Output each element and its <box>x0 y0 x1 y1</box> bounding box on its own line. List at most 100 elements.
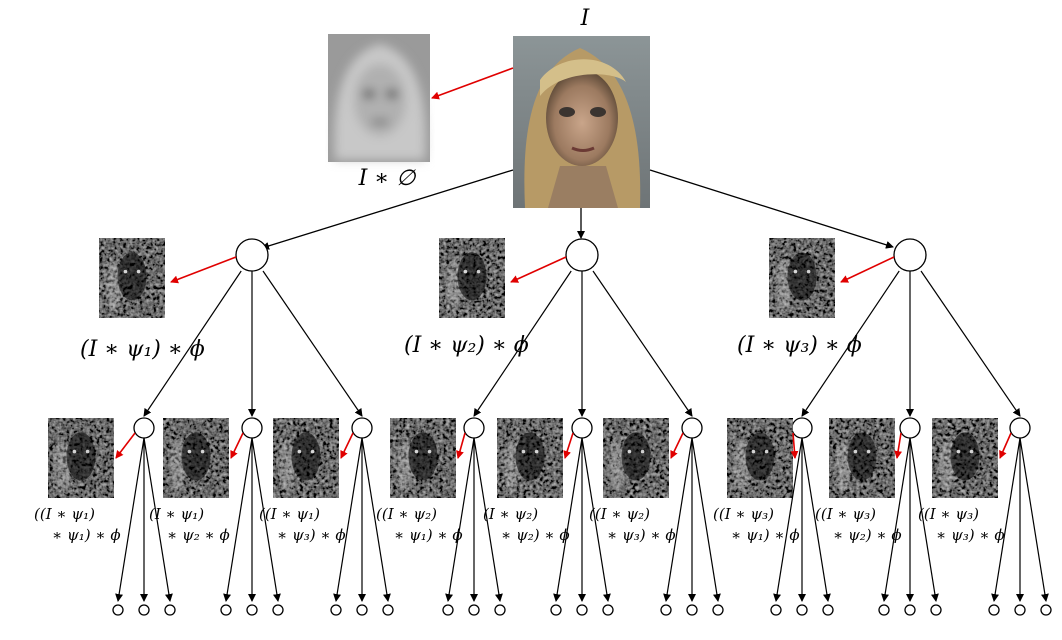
level2-node-7 <box>791 417 813 439</box>
leaf-edge-9-3 <box>1019 437 1049 602</box>
edge-l1-3-to-l2-3 <box>920 270 1021 417</box>
leaf-node-3-1 <box>330 604 342 616</box>
level1-label-1: (I ∗ ψ₁) ∗ ϕ <box>80 337 205 362</box>
level2-feature-arrow-2 <box>230 432 244 459</box>
level2-label-line1-2: (I ∗ ψ₁) <box>149 505 204 523</box>
level2-label-line2-6: ∗ ψ₃) ∗ ϕ <box>607 526 676 544</box>
level2-label-line1-1: ((I ∗ ψ₁) <box>34 505 95 523</box>
level2-feature-arrow-4 <box>456 432 466 459</box>
leaf-edge-6-1 <box>663 437 693 602</box>
leaf-edge-7-1 <box>773 437 803 602</box>
level2-feature-image-9 <box>932 418 998 498</box>
level2-node-8 <box>899 417 921 439</box>
leaves-group <box>112 437 1052 616</box>
edge-l1-2-to-l2-1 <box>473 270 572 417</box>
lowpass-image <box>328 34 430 162</box>
level2-feature-image-8 <box>829 418 895 498</box>
level1-feature-image-2 <box>439 238 505 318</box>
level2-feature-image-4 <box>390 418 456 498</box>
edge-l1-1-to-l2-3 <box>262 270 363 417</box>
level2-feature-arrow-8 <box>894 432 903 459</box>
level2-label-line2-5: ∗ ψ₂) ∗ ϕ <box>501 526 570 544</box>
leaf-edge-6-3 <box>691 437 721 602</box>
level2-node-1 <box>133 417 155 439</box>
leaf-node-4-2 <box>468 604 480 616</box>
leaf-node-8-1 <box>878 604 890 616</box>
level1-node-1 <box>235 238 269 272</box>
leaf-node-1-2 <box>138 604 150 616</box>
level2-label-line1-5: (I ∗ ψ₂) <box>483 505 538 523</box>
leaf-node-5-1 <box>550 604 562 616</box>
level1-node-3 <box>893 238 927 272</box>
leaf-edge-1-1 <box>115 437 145 602</box>
leaf-node-6-2 <box>686 604 698 616</box>
level2-node-4 <box>463 417 485 439</box>
leaf-node-9-3 <box>1040 604 1052 616</box>
level2-feature-image-3 <box>273 418 339 498</box>
level2-label-line2-2: ∗ ψ₂ ∗ ϕ <box>167 526 230 544</box>
level2-feature-arrow-7 <box>790 432 799 459</box>
leaf-edge-3-1 <box>333 437 363 602</box>
level2-label-line1-9: ((I ∗ ψ₃) <box>918 505 979 523</box>
root-label: I <box>580 6 591 31</box>
lowpass-arrow <box>431 67 514 100</box>
level1-label-2: (I ∗ ψ₂) ∗ ϕ <box>404 333 529 358</box>
level2-label-line2-9: ∗ ψ₃) ∗ ϕ <box>936 526 1005 544</box>
level2-label-line1-7: ((I ∗ ψ₃) <box>713 505 774 523</box>
level2-label-line2-8: ∗ ψ₂) ∗ ϕ <box>833 526 902 544</box>
leaf-node-3-3 <box>382 604 394 616</box>
leaf-node-9-1 <box>988 604 1000 616</box>
level2-label-line1-3: ((I ∗ ψ₁) <box>259 505 320 523</box>
leaf-node-8-3 <box>930 604 942 616</box>
level2-feature-arrow-5 <box>563 432 574 459</box>
level2-feature-image-1 <box>48 418 114 498</box>
leaf-node-7-3 <box>822 604 834 616</box>
level1-feature-arrow-2 <box>510 256 567 283</box>
leaf-node-1-1 <box>112 604 124 616</box>
level2-node-9 <box>1009 417 1031 439</box>
level2-node-2 <box>241 417 263 439</box>
level1-label-3: (I ∗ ψ₃) ∗ ϕ <box>737 333 862 358</box>
leaf-edge-4-1 <box>445 437 475 602</box>
edge-l1-2-to-l2-3 <box>592 270 693 417</box>
leaf-node-5-3 <box>602 604 614 616</box>
leaf-node-7-2 <box>796 604 808 616</box>
level2-feature-arrow-3 <box>340 432 354 459</box>
level2-feature-image-7 <box>727 418 793 498</box>
leaf-node-3-2 <box>356 604 368 616</box>
leaf-edge-2-3 <box>251 437 281 602</box>
leaf-edge-3-3 <box>361 437 391 602</box>
leaf-edge-7-3 <box>801 437 831 602</box>
level2-label-line2-4: ∗ ψ₁) ∗ ϕ <box>394 526 463 544</box>
leaf-node-7-1 <box>770 604 782 616</box>
level2-node-3 <box>351 417 373 439</box>
level2-label-line2-7: ∗ ψ₁) ∗ ϕ <box>731 526 800 544</box>
level2-label-line1-6: ((I ∗ ψ₂) <box>589 505 650 523</box>
leaf-edge-5-3 <box>581 437 611 602</box>
leaf-node-2-2 <box>246 604 258 616</box>
level2-node-5 <box>571 417 593 439</box>
level2-feature-image-5 <box>497 418 563 498</box>
level1-feature-arrow-3 <box>840 256 895 283</box>
leaf-node-6-3 <box>712 604 724 616</box>
leaf-node-6-1 <box>660 604 672 616</box>
leaf-node-5-2 <box>576 604 588 616</box>
leaf-node-2-1 <box>220 604 232 616</box>
leaf-edge-8-1 <box>881 437 911 602</box>
level1-group: (I ∗ ψ₁) ∗ ϕ (I ∗ ψ₂) ∗ ϕ (I ∗ ψ₃) ∗ ϕ <box>80 238 1021 417</box>
level2-label-line2-1: ∗ ψ₁) ∗ ϕ <box>52 526 121 544</box>
level2-label-line2-3: ∗ ψ₃) ∗ ϕ <box>277 526 346 544</box>
level2-feature-image-6 <box>603 418 669 498</box>
leaf-node-9-2 <box>1014 604 1026 616</box>
input-image <box>513 36 650 208</box>
level2-label-line1-4: ((I ∗ ψ₂) <box>376 505 437 523</box>
leaf-node-1-3 <box>164 604 176 616</box>
leaf-node-4-3 <box>494 604 506 616</box>
level1-feature-image-3 <box>769 238 835 318</box>
level2-feature-arrow-9 <box>999 432 1012 459</box>
level1-feature-image-1 <box>99 238 165 318</box>
level2-feature-arrow-1 <box>115 432 136 459</box>
level2-label-line1-8: ((I ∗ ψ₃) <box>815 505 876 523</box>
